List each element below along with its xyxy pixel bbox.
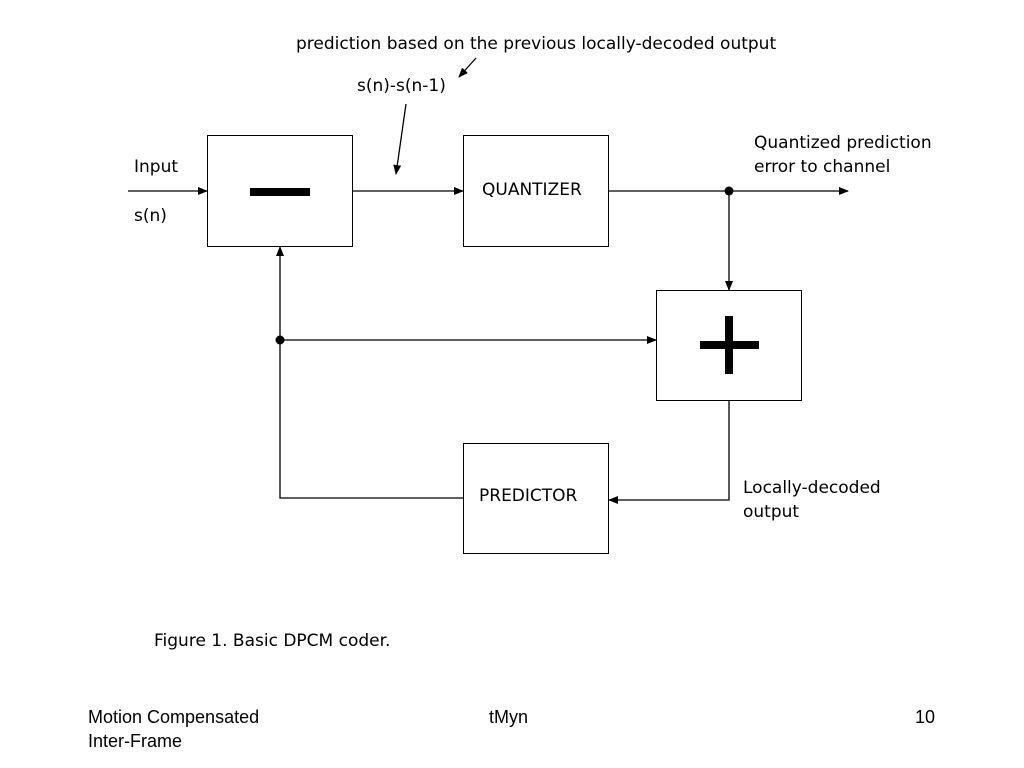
predictor-block: PREDICTOR: [463, 443, 609, 554]
prediction-junction-dot: [275, 335, 285, 345]
figure-caption: Figure 1. Basic DPCM coder.: [154, 631, 391, 651]
footer-center: tMyn: [489, 707, 529, 727]
decoded-label-line2: output: [743, 502, 800, 522]
decoded-label-line1: Locally-decoded: [743, 478, 881, 498]
decoded-feedback-arrow: [608, 401, 730, 504]
output-label-line1: Quantized prediction: [754, 133, 932, 153]
page-number: 10: [915, 707, 936, 727]
error-label-pointer: [393, 103, 407, 175]
top-annotation: prediction based on the previous locally…: [296, 34, 777, 54]
predictor-label: PREDICTOR: [479, 486, 578, 506]
prediction-feedback-arrow: [276, 246, 463, 499]
adder-block: [656, 290, 802, 401]
minus-symbol: [250, 188, 310, 196]
output-label-line2: error to channel: [754, 157, 891, 177]
input-signal-label: s(n): [134, 206, 167, 226]
footer-left-line2: Inter-Frame: [88, 731, 183, 751]
quantizer-block: QUANTIZER: [463, 135, 609, 247]
subtractor-block: [207, 135, 353, 247]
quantizer-label: QUANTIZER: [482, 180, 582, 200]
footer-left-line1: Motion Compensated: [88, 707, 260, 727]
error-signal-label: s(n)-s(n-1): [357, 76, 446, 96]
annotation-pointer: [458, 57, 477, 78]
output-junction-dot: [724, 186, 734, 196]
input-label: Input: [134, 157, 179, 177]
plus-symbol-vertical: [725, 316, 733, 374]
